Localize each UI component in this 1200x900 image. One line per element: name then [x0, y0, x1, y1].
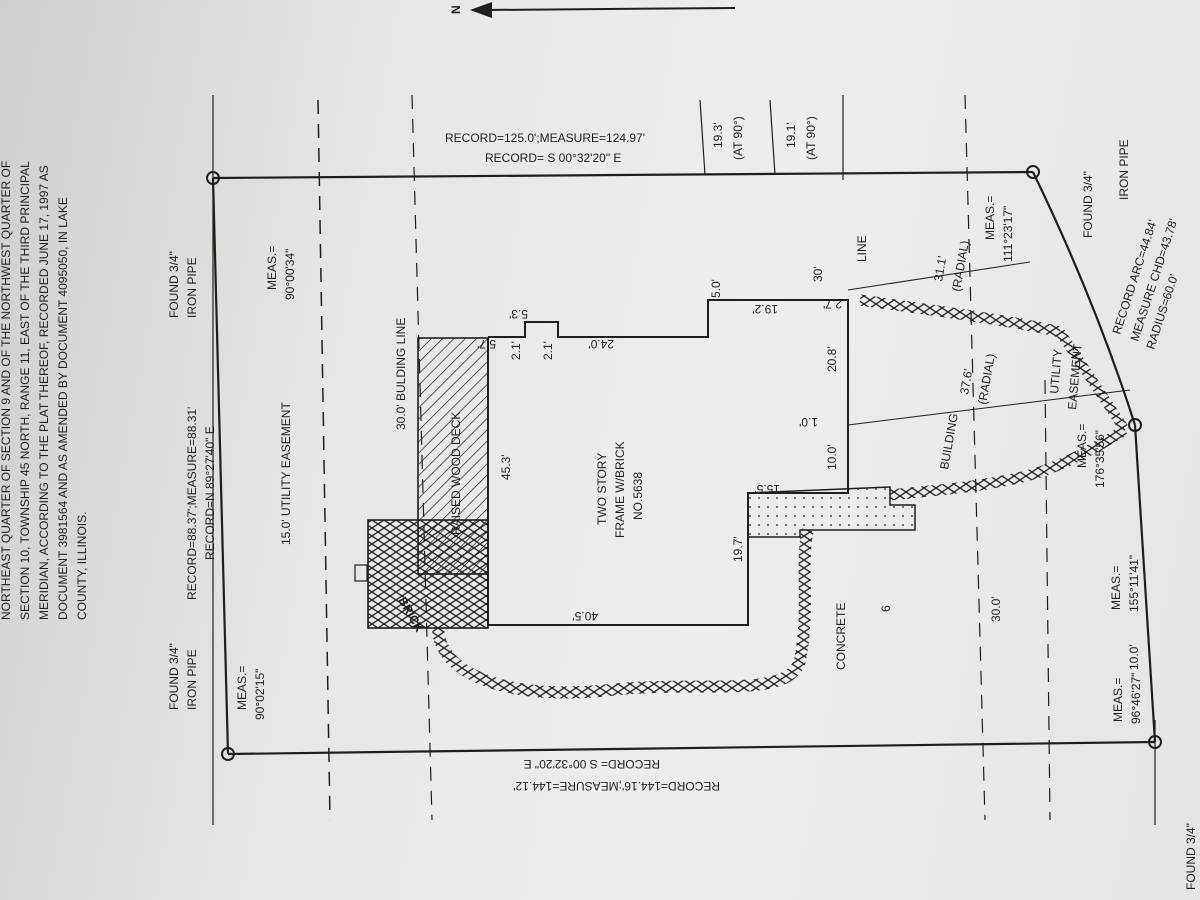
- lot-number: 6: [879, 605, 893, 612]
- dim: 15.5': [754, 482, 780, 496]
- sw-meas2: 155°11'41": [1127, 555, 1141, 612]
- dim: 2.1': [509, 341, 523, 360]
- grill-icon: [354, 564, 368, 582]
- radial-dim: 37.6': [957, 368, 975, 396]
- legal-line: SECTION 10, TOWNSHIP 45 NORTH, RANGE 11,…: [18, 161, 32, 620]
- offset-2-note: (AT 90°): [804, 116, 818, 160]
- curve-labels: RECORD ARC=44.84' MEASURE CHD=43.78' RAD…: [1110, 217, 1181, 351]
- survey-ticks: [212, 95, 1156, 825]
- east-line-labels: RECORD=88.37';MEASURE=88.31' RECORD=N 89…: [185, 407, 217, 600]
- dim: 30': [811, 266, 825, 282]
- east-record: RECORD=88.37';MEASURE=88.31': [185, 407, 199, 600]
- dim: 1.0': [799, 415, 818, 429]
- legal-line: DOCUMENT 3981564 AND AS AMENDED BY DOCUM…: [56, 197, 70, 620]
- nw-meas: 111°23'17": [1001, 206, 1015, 262]
- sw-meas: MEAS.=: [1111, 678, 1125, 722]
- concrete-label: CONCRETE: [834, 603, 848, 670]
- north-label: N: [449, 5, 463, 14]
- lot-boundary: [206, 165, 1162, 761]
- dim: 19.7': [731, 536, 745, 562]
- arc-meas: 176°35'56": [1093, 430, 1107, 488]
- building-line-west: BUILDING: [937, 412, 961, 470]
- house-labels: TWO STORY FRAME W/BRICK NO.5638 RAISED W…: [395, 412, 893, 670]
- deck-label: RAISED WOOD DECK: [449, 412, 463, 535]
- se-pipe: FOUND 3/4": [167, 643, 181, 710]
- brick-patio: [367, 519, 489, 629]
- dim: 30.0': [989, 596, 1003, 622]
- dim: 2.7': [823, 297, 842, 311]
- north-arrow: N: [449, 2, 736, 18]
- north-record: RECORD=125.0';MEASURE=124.97': [445, 131, 645, 145]
- house-subtitle: FRAME W/BRICK: [613, 441, 627, 538]
- building-line: 30.0' BULDING LINE: [394, 318, 408, 430]
- sw-meas: 96°46'27": [1129, 673, 1143, 724]
- dim: 10.0': [1127, 644, 1141, 670]
- dim: 5.3': [509, 307, 528, 321]
- legal-line: NORTHEAST QUARTER OF SECTION 9 AND OF TH…: [0, 161, 13, 620]
- dim: 20.8': [825, 346, 839, 372]
- north-arrow-icon: [470, 2, 492, 18]
- dim: 40.5': [572, 609, 598, 623]
- north-line-labels: RECORD=125.0';MEASURE=124.97' RECORD= S …: [445, 116, 818, 165]
- dim: 45.3': [499, 454, 513, 480]
- sw-found: FOUND 3/4": [1184, 823, 1198, 890]
- iron-pipe-icon: [1128, 418, 1142, 432]
- utility-easement: 15.0' UTILITY EASEMENT: [279, 402, 293, 545]
- south-line-labels: RECORD= S 00°32'20" E RECORD=144.16';MEA…: [513, 757, 720, 793]
- house-title: TWO STORY: [595, 453, 609, 525]
- arc-meas: MEAS.=: [1075, 424, 1089, 468]
- se-meas: MEAS.=: [235, 666, 249, 710]
- offset-1-note: (AT 90°): [731, 116, 745, 160]
- line-word: LINE: [855, 235, 869, 262]
- dim: 24.0': [588, 337, 614, 351]
- brick-border: [889, 425, 1128, 501]
- dim: 2.1': [541, 341, 555, 360]
- iron-pipe-icon: [1026, 165, 1040, 179]
- utility-west: UTILITY: [1047, 349, 1065, 395]
- offset-1: 19.3': [711, 122, 725, 148]
- radial-note: (RADIAL): [949, 240, 972, 293]
- legal-line: MERIDIAN, ACCORDING TO THE PLAT THEREOF,…: [37, 165, 51, 620]
- south-bearing: RECORD= S 00°32'20" E: [524, 757, 660, 771]
- ne-pipe: IRON PIPE: [185, 257, 199, 318]
- offset-2: 19.1': [784, 122, 798, 148]
- radial-dim: 31.1': [931, 255, 949, 283]
- nw-pipe: FOUND 3/4": [1081, 171, 1095, 238]
- easement-west: EASEMENT: [1065, 343, 1085, 411]
- house-number: NO.5638: [631, 472, 645, 520]
- radial-note: (RADIAL): [975, 353, 998, 406]
- north-bearing: RECORD= S 00°32'20" E: [485, 151, 621, 165]
- nw-meas: MEAS.=: [983, 196, 997, 240]
- dim: 19.2': [752, 302, 778, 316]
- se-pipe: IRON PIPE: [185, 649, 199, 710]
- brick-walkway: [432, 528, 814, 699]
- brick-border: [1055, 329, 1130, 433]
- dim: 5.0': [709, 279, 723, 298]
- dim: 5.7': [477, 337, 496, 351]
- ne-meas: 90°00'34": [283, 249, 297, 300]
- brick-border: [859, 294, 1062, 338]
- nw-pipe: IRON PIPE: [1117, 139, 1131, 200]
- iron-pipe-icon: [221, 747, 235, 761]
- ne-meas: MEAS.=: [265, 246, 279, 290]
- legal-description: NORTHEAST QUARTER OF SECTION 9 AND OF TH…: [0, 161, 89, 620]
- ne-pipe: FOUND 3/4": [167, 251, 181, 318]
- se-meas: 90°02'15": [253, 669, 267, 720]
- dim: 10.0': [825, 444, 839, 470]
- legal-line: COUNTY, ILLINOIS.: [75, 512, 89, 620]
- south-record: RECORD=144.16';MEASURE=144.12': [513, 779, 720, 793]
- corner-labels: FOUND 3/4" IRON PIPE MEAS.= 90°00'34" FO…: [167, 139, 1198, 890]
- house-footprint: [487, 299, 849, 626]
- sw-meas2: MEAS.=: [1109, 566, 1123, 610]
- east-bearing: RECORD=N 89°27'40" E: [203, 426, 217, 560]
